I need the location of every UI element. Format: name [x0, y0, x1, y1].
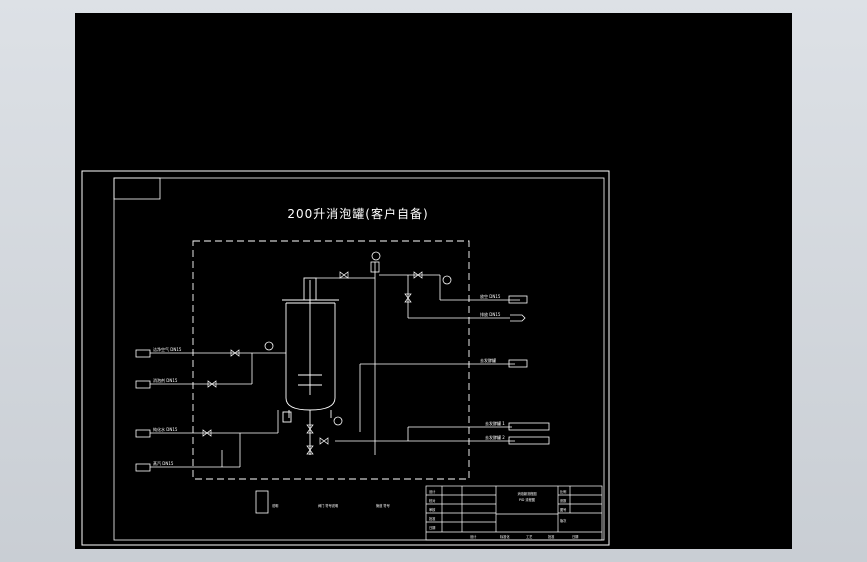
- skid-boundary: [192, 240, 470, 480]
- title-block-right-3: 图号: [560, 507, 566, 512]
- title-block-row-3: 审核: [429, 507, 436, 512]
- defoam-tank: [282, 277, 339, 455]
- title-block-right-1: 比例: [560, 489, 566, 494]
- title-block-name-2: PID 流程图: [519, 497, 535, 502]
- stream-label-fermenter-2: 去发酵罐 2: [485, 434, 505, 440]
- title-block-row-5: 日期: [429, 525, 435, 530]
- drawing-title: 200升消泡罐(客户自备): [287, 206, 428, 221]
- stream-label-drain: 排放 DN15: [480, 311, 501, 317]
- stream-label-vent: 放空 DN15: [480, 293, 501, 299]
- title-block-row-4: 批准: [429, 516, 436, 521]
- title-block-right-2: 张数: [560, 498, 567, 503]
- left-piping: [135, 341, 343, 472]
- legend-symbol: [255, 490, 269, 514]
- title-block-footer-5: 日期: [572, 534, 578, 539]
- cad-viewport[interactable]: [75, 13, 792, 549]
- title-block-footer-3: 工艺: [526, 534, 532, 539]
- title-block: [425, 485, 603, 541]
- stream-label-steam: 蒸汽 DN15: [153, 460, 174, 466]
- right-piping: [335, 295, 550, 445]
- top-piping: [316, 251, 520, 455]
- title-block-right-4: 版次: [560, 518, 567, 523]
- stream-label-defoamer: 消泡剂 DN15: [153, 377, 178, 383]
- title-block-footer-1: 设计: [470, 534, 477, 539]
- title-block-footer-2: 标准化: [500, 534, 510, 539]
- title-block-footer-4: 批准: [548, 534, 555, 539]
- stream-label-to-fermenter: 去发酵罐: [480, 357, 496, 363]
- bottom-note-pipes: 管道 符号: [376, 503, 390, 508]
- drawing-code-box: [113, 177, 161, 200]
- sheet-outer-border: [81, 170, 610, 546]
- title-block-row-1: 设计: [429, 489, 436, 494]
- stream-label-water: 纯化水 DN15: [153, 426, 178, 432]
- title-block-row-2: 校对: [429, 498, 436, 503]
- stream-label-fermenter-1: 去发酵罐 1: [485, 420, 505, 426]
- sheet-inner-border: [113, 177, 605, 541]
- stream-label-air: 洁净空气 DN15: [153, 346, 182, 352]
- title-block-name-1: 消泡罐流程图: [517, 491, 536, 496]
- legend-note: 说明: [272, 503, 278, 508]
- bottom-note-valves: 阀门 符号说明: [318, 503, 338, 508]
- valve-symbols: [202, 271, 423, 455]
